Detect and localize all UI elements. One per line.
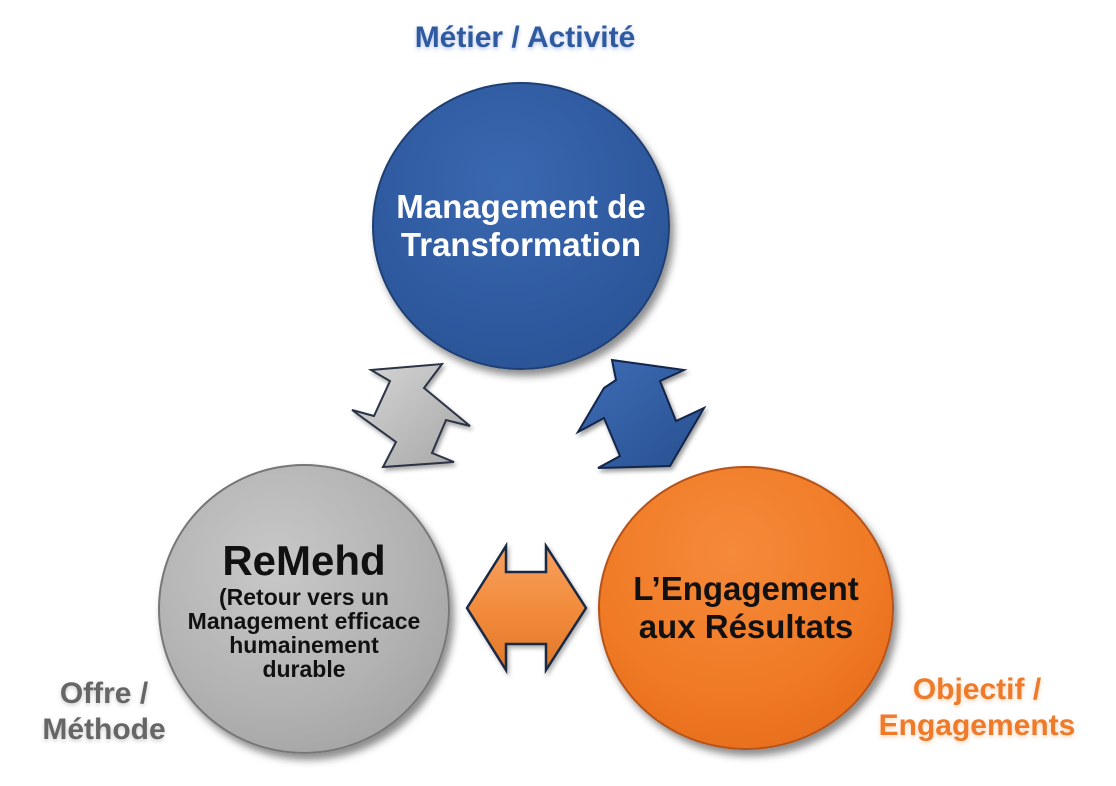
- title-offre-methode: Offre / Méthode: [14, 676, 194, 748]
- title-offre-line-1: Offre /: [59, 677, 149, 710]
- node-engagement-resultats: L’Engagement aux Résultats: [598, 466, 894, 750]
- node-right-line-1: L’Engagement: [633, 570, 859, 607]
- node-left-line-2: Management efficace: [187, 607, 421, 634]
- title-objectif-line-2: Engagements: [878, 709, 1076, 742]
- node-top-line-1: Management de: [396, 188, 646, 225]
- title-metier-activite: Métier / Activité: [414, 21, 636, 54]
- node-right-line-2: aux Résultats: [638, 608, 854, 645]
- connector-left-top: [351, 362, 471, 469]
- double-arrow-gray-icon: [351, 362, 471, 469]
- connector-left-right: [465, 541, 588, 675]
- connector-top-right: [575, 358, 707, 469]
- node-left-line-3: humainement: [229, 632, 379, 658]
- node-top-line-2: Transformation: [400, 226, 642, 263]
- node-remehd: ReMehd (Retour vers un Management effica…: [158, 464, 450, 754]
- node-left-line-4: durable: [262, 656, 346, 683]
- title-objectif-engagements: Objectif / Engagements: [862, 672, 1092, 744]
- node-management-transformation: Management de Transformation: [372, 82, 670, 370]
- double-arrow-orange-icon: [465, 541, 588, 675]
- title-offre-line-2: Méthode: [42, 713, 166, 746]
- node-left-line-1: (Retour vers un: [219, 583, 389, 610]
- node-left-main-title: ReMehd: [222, 536, 386, 584]
- double-arrow-blue-icon: [575, 358, 707, 469]
- title-objectif-line-1: Objectif /: [912, 673, 1042, 706]
